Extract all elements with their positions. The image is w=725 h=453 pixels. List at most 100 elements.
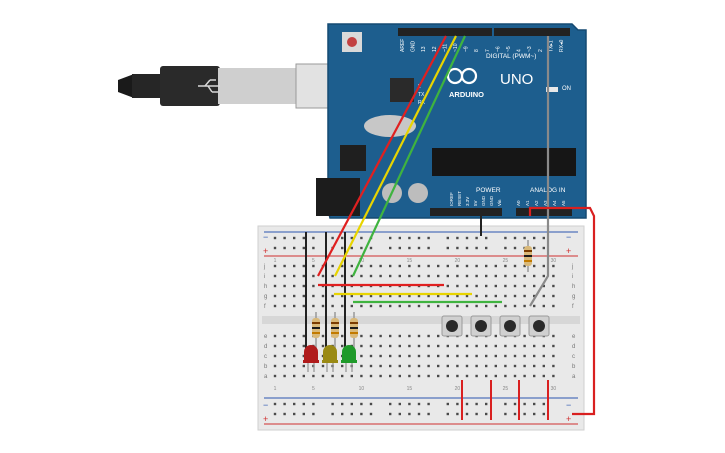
tie-hole[interactable] (293, 334, 296, 338)
rail-hole[interactable] (485, 246, 488, 250)
tie-hole[interactable] (427, 264, 430, 268)
tie-hole[interactable] (341, 364, 344, 368)
tie-hole[interactable] (312, 294, 315, 298)
tie-hole[interactable] (341, 274, 344, 278)
tie-hole[interactable] (360, 274, 363, 278)
tie-hole[interactable] (350, 304, 353, 308)
rail-hole[interactable] (417, 412, 421, 416)
tie-hole[interactable] (331, 304, 334, 308)
rail-hole[interactable] (369, 402, 373, 406)
rail-hole[interactable] (293, 402, 296, 406)
tie-hole[interactable] (427, 334, 430, 338)
rail-hole[interactable] (475, 236, 478, 240)
rail-hole[interactable] (283, 402, 286, 406)
tie-hole[interactable] (513, 304, 517, 308)
tie-hole[interactable] (504, 374, 507, 378)
tie-hole[interactable] (302, 284, 305, 288)
tie-hole[interactable] (398, 374, 401, 378)
tie-hole[interactable] (360, 344, 363, 348)
rail-hole[interactable] (350, 402, 353, 406)
rail-hole[interactable] (485, 402, 488, 406)
rail-hole[interactable] (456, 412, 459, 416)
tie-hole[interactable] (341, 334, 344, 338)
tie-hole[interactable] (341, 264, 344, 268)
tie-hole[interactable] (389, 264, 392, 268)
tie-hole[interactable] (283, 274, 286, 278)
tie-hole[interactable] (273, 294, 277, 298)
tie-hole[interactable] (542, 304, 545, 308)
tie-hole[interactable] (523, 294, 526, 298)
tie-hole[interactable] (504, 364, 507, 368)
tie-hole[interactable] (389, 374, 392, 378)
tie-hole[interactable] (398, 264, 401, 268)
tie-hole[interactable] (379, 294, 382, 298)
tie-hole[interactable] (408, 274, 411, 278)
rail-hole[interactable] (360, 236, 363, 240)
tie-hole[interactable] (533, 294, 536, 298)
tie-hole[interactable] (408, 264, 411, 268)
rail-hole[interactable] (341, 412, 344, 416)
tie-hole[interactable] (398, 364, 401, 368)
rail-hole[interactable] (446, 402, 449, 406)
rail-hole[interactable] (341, 246, 344, 250)
tie-hole[interactable] (552, 274, 555, 278)
tie-hole[interactable] (293, 264, 296, 268)
tie-hole[interactable] (542, 264, 545, 268)
rail-hole[interactable] (417, 246, 421, 250)
tie-hole[interactable] (456, 274, 459, 278)
tie-hole[interactable] (494, 264, 497, 268)
tie-hole[interactable] (475, 264, 478, 268)
tie-hole[interactable] (504, 344, 507, 348)
tie-hole[interactable] (302, 264, 305, 268)
digital-header-left[interactable] (398, 28, 492, 36)
rail-hole[interactable] (273, 236, 277, 240)
rail-hole[interactable] (341, 236, 344, 240)
power-header[interactable] (430, 208, 502, 216)
pushbutton[interactable] (528, 315, 550, 337)
tie-hole[interactable] (331, 374, 334, 378)
rail-hole[interactable] (312, 402, 315, 406)
tie-hole[interactable] (321, 364, 325, 368)
tie-hole[interactable] (513, 284, 517, 288)
tie-hole[interactable] (389, 354, 392, 358)
tie-hole[interactable] (360, 354, 363, 358)
rail-hole[interactable] (331, 412, 334, 416)
tie-hole[interactable] (456, 304, 459, 308)
rail-hole[interactable] (523, 402, 526, 406)
tie-hole[interactable] (389, 364, 392, 368)
tie-hole[interactable] (283, 284, 286, 288)
rail-hole[interactable] (312, 236, 315, 240)
tie-hole[interactable] (504, 354, 507, 358)
tie-hole[interactable] (360, 294, 363, 298)
rail-hole[interactable] (398, 236, 401, 240)
tie-hole[interactable] (321, 304, 325, 308)
tie-hole[interactable] (273, 334, 277, 338)
tie-hole[interactable] (379, 304, 382, 308)
tie-hole[interactable] (552, 344, 555, 348)
rail-hole[interactable] (312, 246, 315, 250)
rail-hole[interactable] (513, 412, 517, 416)
tie-hole[interactable] (437, 264, 440, 268)
tie-hole[interactable] (456, 264, 459, 268)
tie-hole[interactable] (465, 364, 469, 368)
rail-hole[interactable] (360, 402, 363, 406)
tie-hole[interactable] (465, 274, 469, 278)
tie-hole[interactable] (283, 354, 286, 358)
tie-hole[interactable] (533, 344, 536, 348)
tie-hole[interactable] (283, 294, 286, 298)
tie-hole[interactable] (293, 284, 296, 288)
tie-hole[interactable] (408, 374, 411, 378)
tie-hole[interactable] (523, 344, 526, 348)
tie-hole[interactable] (523, 374, 526, 378)
tie-hole[interactable] (533, 364, 536, 368)
tie-hole[interactable] (513, 274, 517, 278)
rail-hole[interactable] (542, 412, 545, 416)
tie-hole[interactable] (437, 374, 440, 378)
rail-hole[interactable] (475, 402, 478, 406)
rail-hole[interactable] (446, 236, 449, 240)
tie-hole[interactable] (302, 334, 305, 338)
tie-hole[interactable] (446, 274, 449, 278)
tie-hole[interactable] (533, 354, 536, 358)
tie-hole[interactable] (302, 274, 305, 278)
tie-hole[interactable] (465, 264, 469, 268)
